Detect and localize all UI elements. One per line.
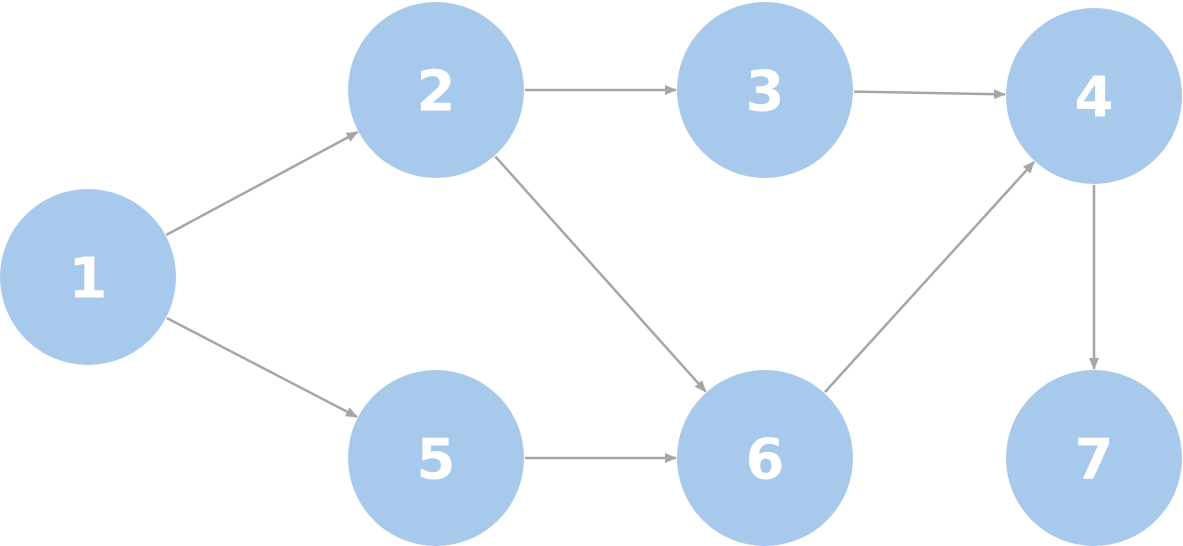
edge-1-to-2 [165,130,359,237]
node-3-label: 3 [746,60,785,125]
node-4-label: 4 [1075,66,1114,131]
edges-layer [165,85,1099,463]
node-5-label: 5 [417,428,456,493]
node-6-circle [677,370,853,546]
node-1: 1 [0,189,176,365]
node-2-circle [348,2,524,178]
node-1-circle [0,189,176,365]
edge-6-to-4 [823,161,1036,393]
node-1-label: 1 [69,247,108,312]
node-5: 5 [348,370,524,546]
node-6: 6 [677,370,853,546]
edge-2-to-6 [494,155,707,393]
node-2: 2 [348,2,524,178]
node-7-label: 7 [1075,428,1114,493]
node-3-circle [677,2,853,178]
node-4: 4 [1006,8,1182,184]
node-7-circle [1006,370,1182,546]
node-6-label: 6 [746,428,785,493]
node-4-circle [1006,8,1182,184]
edge-1-to-5 [166,316,358,419]
edge-3-to-4 [853,89,1006,100]
node-7: 7 [1006,370,1182,546]
node-5-circle [348,370,524,546]
node-3: 3 [677,2,853,178]
node-2-label: 2 [417,60,456,125]
